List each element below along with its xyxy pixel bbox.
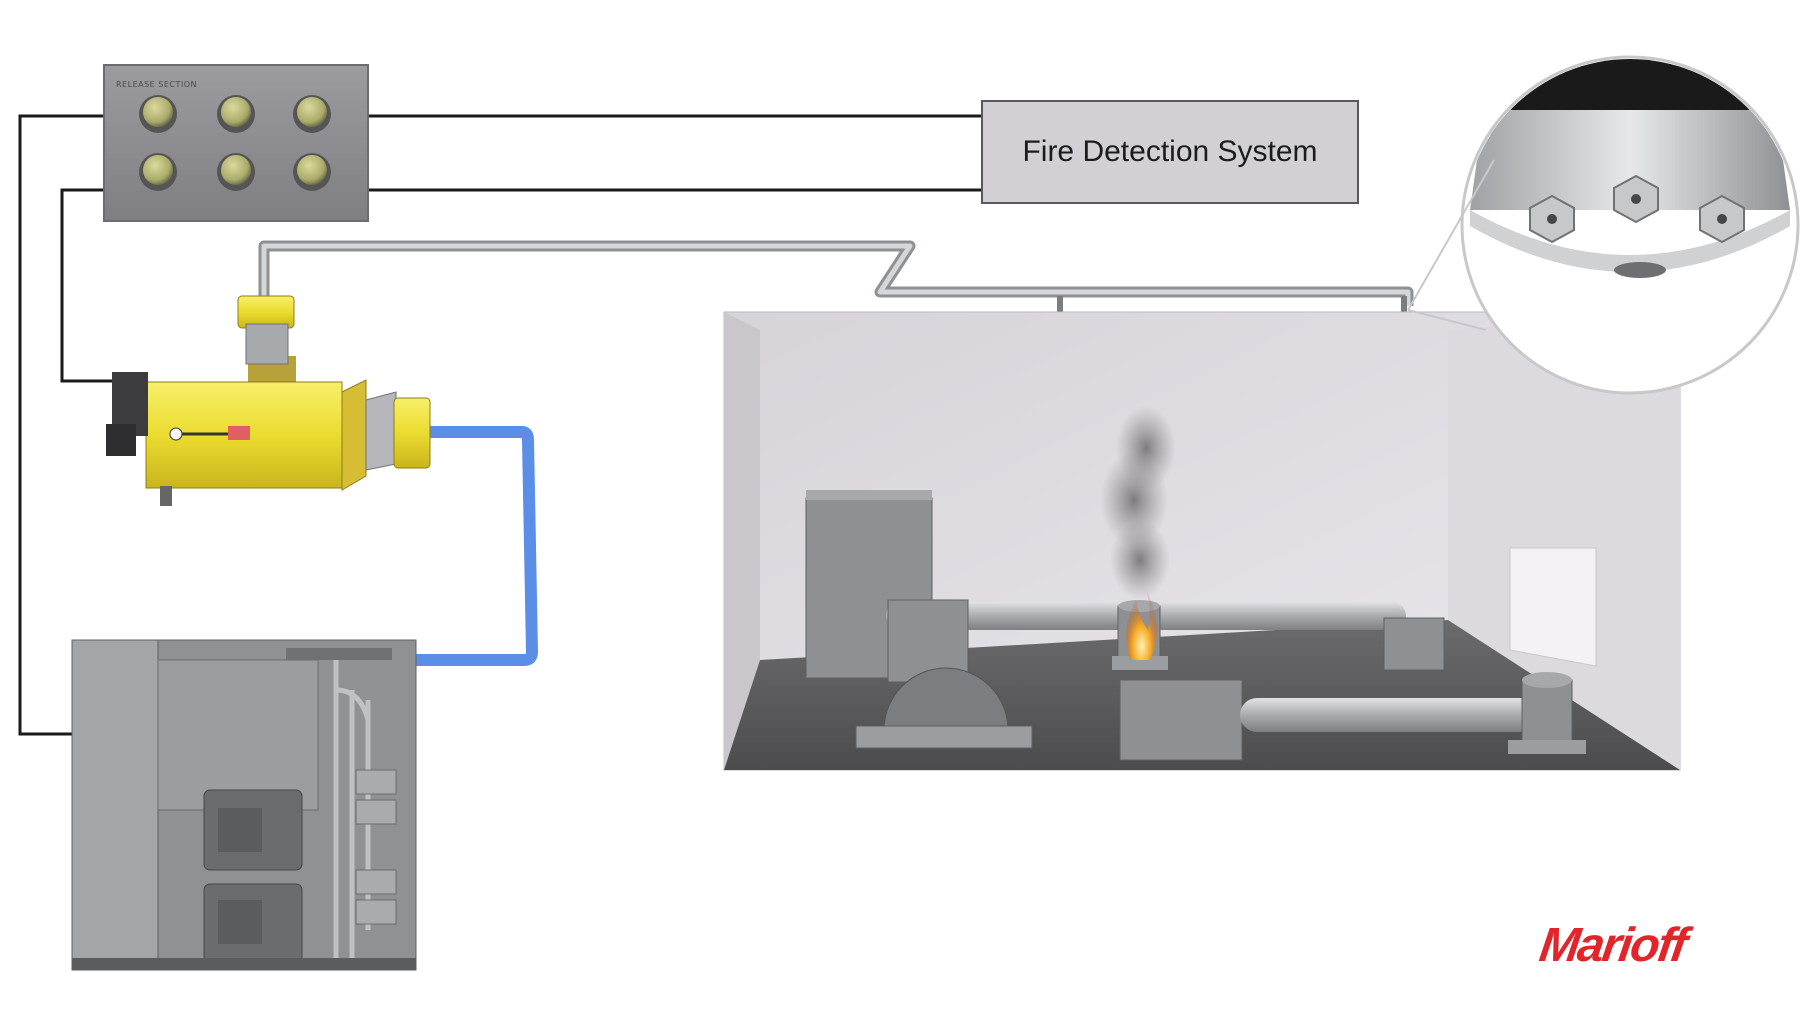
release-panel-button-icon[interactable] <box>293 153 331 191</box>
flame-icon <box>1126 590 1158 660</box>
spray-nozzle-icon <box>1699 194 1745 244</box>
release-panel-button-icon[interactable] <box>139 153 177 191</box>
brand-logo: Marioff <box>1536 919 1689 972</box>
release-panel-button-icon[interactable] <box>293 95 331 133</box>
overhead-pipe <box>258 240 1414 320</box>
magnified-nozzle <box>1407 55 1800 395</box>
smoke-plume-icon <box>1100 406 1176 600</box>
spray-nozzle-icon <box>1529 194 1575 244</box>
section-valve <box>106 295 431 506</box>
release-panel-button-icon[interactable] <box>217 153 255 191</box>
pump-unit <box>71 639 417 971</box>
release-panel-button-icon[interactable] <box>217 95 255 133</box>
release-section-panel <box>103 64 369 222</box>
spray-nozzle-icon <box>1613 174 1659 224</box>
blue-hose <box>296 426 538 666</box>
fire-detection-system-box <box>981 100 1359 204</box>
signal-wires <box>18 114 982 736</box>
release-panel-button-icon[interactable] <box>139 95 177 133</box>
protected-room <box>723 311 1681 771</box>
